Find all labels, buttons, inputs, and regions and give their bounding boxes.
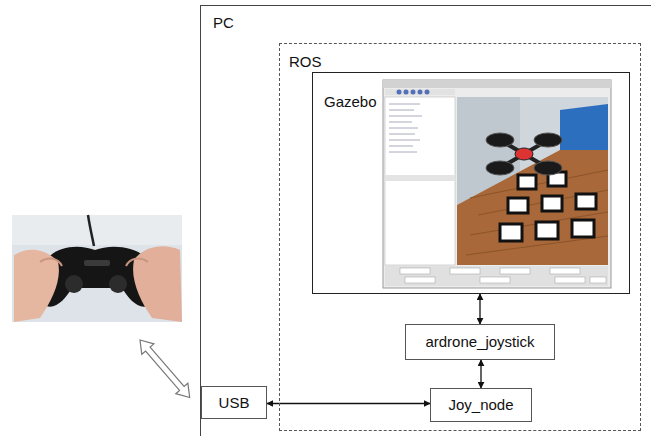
ros-region: ROS Gazebo ardrone_joystickJoy_node [279, 43, 641, 431]
connector-arrow [267, 403, 430, 404]
node-label: USB [219, 394, 250, 412]
connector-arrow [480, 360, 481, 388]
node-label: PC [213, 14, 651, 32]
node-label: Gazebo [324, 93, 629, 111]
gazebo-box: Gazebo [312, 72, 630, 294]
port-box: USB [201, 386, 267, 419]
node-label: Joy_node [448, 396, 513, 414]
process-box: ardrone_joystick [405, 324, 555, 360]
link-arrow [134, 335, 196, 403]
connector-arrow [479, 294, 480, 324]
node-label: ROS [289, 53, 640, 71]
node-label: ardrone_joystick [425, 333, 534, 351]
drone [486, 133, 562, 175]
controller-photo [12, 215, 182, 322]
gazebo-screenshot [383, 80, 611, 288]
process-box: Joy_node [430, 388, 532, 422]
pc-box: PC ROS Gazebo ardrone_joystickJoy_node USB [200, 5, 651, 436]
